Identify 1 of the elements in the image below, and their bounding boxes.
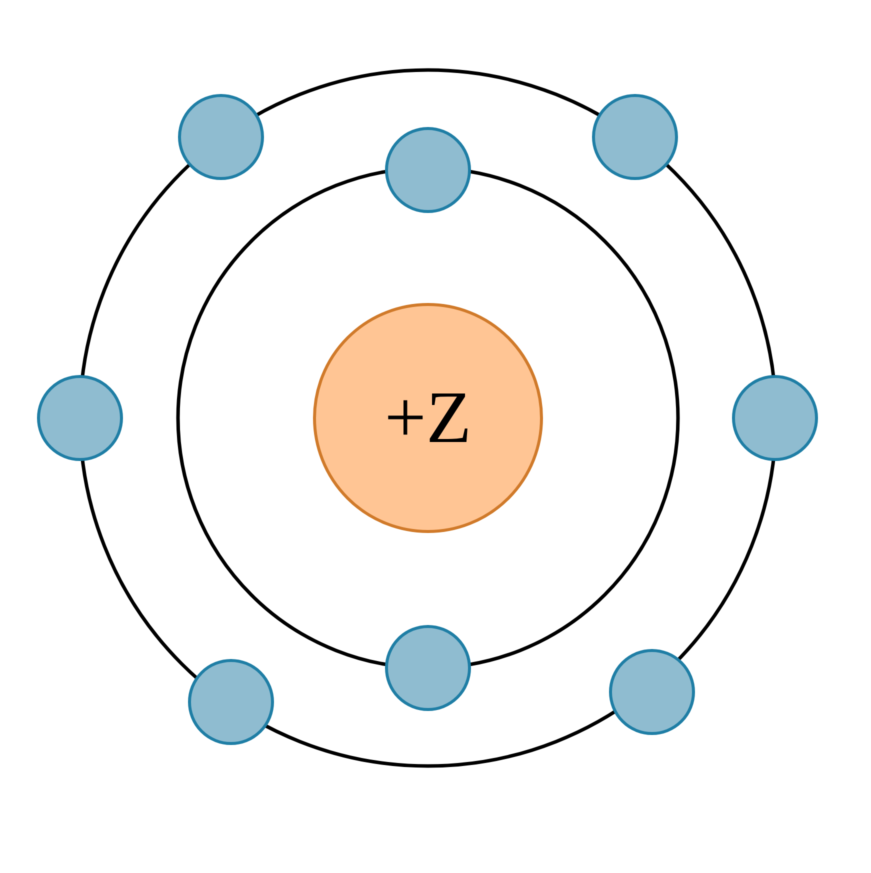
charge-label: +Z	[384, 376, 472, 460]
